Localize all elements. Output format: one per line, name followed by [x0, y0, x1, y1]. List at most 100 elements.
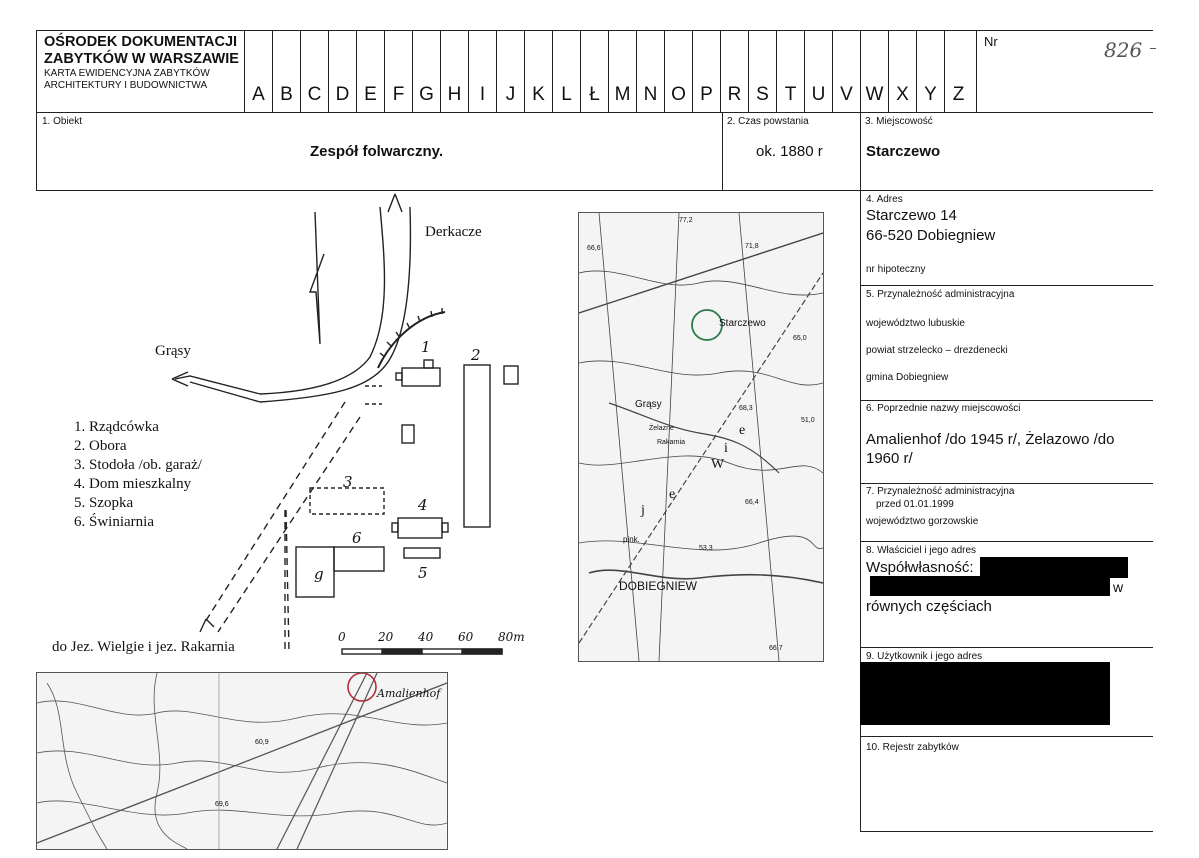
- index-letter: Y: [916, 30, 944, 112]
- nr-label: Nr: [984, 34, 998, 49]
- building-szopka: [403, 547, 441, 559]
- czas-label: 2. Czas powstania: [727, 116, 809, 127]
- wlasciciel-value: Współwłasność:: [866, 559, 974, 576]
- uzytkownik-label: 9. Użytkownik i jego adres: [866, 651, 983, 662]
- map-label: 68,3: [739, 405, 753, 412]
- building-number: 2: [471, 346, 481, 364]
- index-letter: G: [412, 30, 440, 112]
- map-label: W: [711, 457, 725, 472]
- redaction-bar: [860, 662, 1110, 725]
- map-label: 77,2: [679, 217, 693, 224]
- building-number: 6: [352, 529, 362, 547]
- wojewodztwo: województwo lubuskie: [866, 318, 965, 329]
- legend-item: 1. Rządcówka: [74, 419, 159, 435]
- north-arrow-icon: [308, 211, 325, 345]
- map-label: i: [724, 441, 728, 456]
- index-letter: X: [888, 30, 916, 112]
- index-letter: B: [272, 30, 300, 112]
- obiekt-value: Zespół folwarczny.: [310, 143, 444, 160]
- scale-label: 60: [458, 630, 474, 644]
- index-letter: K: [524, 30, 552, 112]
- index-letter: E: [356, 30, 384, 112]
- institution-title: OŚRODEK DOKUMENTACJI ZABYTKÓW W WARSZAWI…: [44, 34, 239, 67]
- label-grasy: Grąsy: [155, 343, 191, 359]
- poprzednie-nazwy-label: 6. Poprzednie nazwy miejscowości: [866, 403, 1021, 414]
- building-number: 4: [418, 496, 428, 514]
- wlasciciel-label: 8. Właściciel i jego adres: [866, 545, 977, 556]
- index-letter: Z: [944, 30, 972, 112]
- location-map: Starczewo Grąsy DOBIEGNIEW Rakarnia Żela…: [578, 212, 824, 662]
- redaction-bar: [980, 557, 1128, 578]
- map-label: Żelazne: [649, 425, 674, 432]
- index-letter: A: [244, 30, 272, 112]
- index-letter: I: [468, 30, 496, 112]
- building-rzadcowka: [401, 367, 441, 387]
- map-label: Rakarnia: [657, 439, 686, 446]
- index-letter: L: [552, 30, 580, 112]
- map-label: e: [669, 487, 676, 502]
- scale-label: 20: [378, 630, 394, 644]
- adres-line1: Starczewo 14: [866, 207, 957, 224]
- index-letter: F: [384, 30, 412, 112]
- building-stodola: [309, 487, 385, 515]
- map-label: 71,8: [745, 243, 759, 250]
- powiat: powiat strzelecko – drezdenecki: [866, 345, 1008, 356]
- building-dom: [397, 517, 443, 539]
- redaction-bar: [870, 576, 1110, 596]
- map-label: DOBIEGNIEW: [619, 579, 698, 593]
- index-letter: W: [860, 30, 888, 112]
- map-label: pink.: [623, 535, 640, 544]
- wojewodztwo-1999: województwo gorzowskie: [866, 516, 979, 527]
- index-letter: J: [496, 30, 524, 112]
- index-letter: C: [300, 30, 328, 112]
- map-label: Grąsy: [635, 399, 662, 410]
- site-sketch: [171, 193, 519, 655]
- rejestr-label: 10. Rejestr zabytków: [866, 742, 959, 753]
- nr-value: 826: [1104, 38, 1143, 62]
- location-marker: [691, 309, 723, 341]
- index-letter: R: [720, 30, 748, 112]
- topographic-map: Amalienhof 60,9 69,6: [36, 672, 448, 850]
- index-letter: S: [748, 30, 776, 112]
- index-letter: M: [608, 30, 636, 112]
- map-label: 69,6: [215, 801, 229, 808]
- wlasciciel-w: w: [1113, 579, 1124, 595]
- card-subtitle: KARTA EWIDENCYJNA ZABYTKÓW ARCHITEKTURY …: [44, 68, 210, 91]
- map-label: 66,7: [769, 645, 783, 652]
- poprzednie-nazwy-value: Amalienhof /do 1945 r/, Żelazowo /do 196…: [866, 431, 1115, 467]
- building-swiniarnia: [333, 546, 385, 572]
- czas-value: ok. 1880 r: [756, 143, 823, 160]
- building-number: g: [314, 565, 324, 583]
- scale-label: 80m: [498, 630, 525, 644]
- label-derkacze: Derkacze: [425, 224, 482, 240]
- obiekt-label: 1. Obiekt: [42, 116, 83, 127]
- przynaleznosc-label: 5. Przynależność administracyjna: [866, 289, 1015, 300]
- index-letter: P: [692, 30, 720, 112]
- adres-label: 4. Adres: [866, 194, 903, 205]
- map-label: 51,0: [801, 417, 815, 424]
- legend-item: 2. Obora: [74, 438, 127, 454]
- index-letter: V: [832, 30, 860, 112]
- hipoteczny-label: nr hipoteczny: [866, 264, 926, 275]
- index-letter: D: [328, 30, 356, 112]
- map-label: Amalienhof: [377, 687, 441, 700]
- legend-item: 4. Dom mieszkalny: [74, 476, 192, 492]
- index-letter: O: [664, 30, 692, 112]
- map-label: 60,9: [255, 739, 269, 746]
- location-marker: [347, 673, 377, 702]
- index-letter: T: [776, 30, 804, 112]
- przynaleznosc-1999-sub: przed 01.01.1999: [876, 499, 954, 510]
- building-number: 1: [421, 338, 431, 356]
- map-label: j: [641, 503, 645, 518]
- gmina: gmina Dobiegniew: [866, 372, 949, 383]
- index-letter: H: [440, 30, 468, 112]
- building-obora: [463, 364, 491, 528]
- map-label: 66,6: [587, 245, 601, 252]
- map-label: 66,4: [745, 499, 759, 506]
- index-letter: Ł: [580, 30, 608, 112]
- scale-label: 40: [418, 630, 434, 644]
- miejscowosc-label: 3. Miejscowość: [865, 116, 933, 127]
